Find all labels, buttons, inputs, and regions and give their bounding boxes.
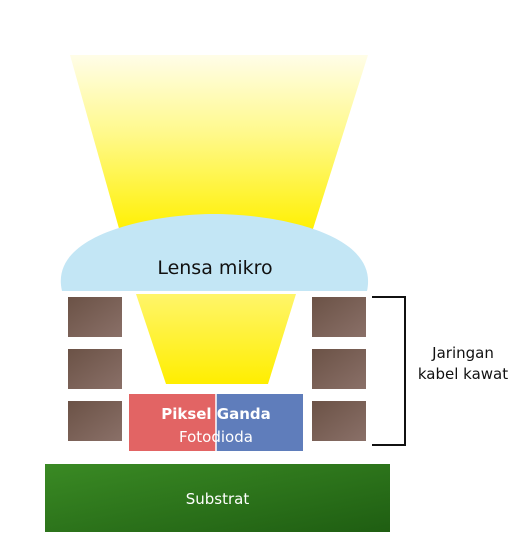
micro-lens-label: Lensa mikro bbox=[157, 257, 273, 279]
wiring-block bbox=[312, 401, 366, 441]
wiring-label-line2: kabel kawat bbox=[417, 365, 509, 383]
substrate bbox=[45, 464, 390, 532]
light-cone-lower bbox=[136, 294, 296, 384]
dual-pixel-label: Piksel Ganda bbox=[161, 405, 271, 423]
wiring-block bbox=[68, 297, 122, 337]
photodiode-label: Fotodioda bbox=[179, 428, 253, 446]
photodiode-left bbox=[129, 394, 216, 451]
wiring-label-line1: Jaringan bbox=[432, 344, 494, 362]
substrate-label: Substrat bbox=[185, 490, 250, 508]
photodiode-right bbox=[216, 394, 303, 451]
wiring-block bbox=[312, 297, 366, 337]
wiring-block bbox=[68, 401, 122, 441]
wiring-block bbox=[312, 349, 366, 389]
wiring-block bbox=[68, 349, 122, 389]
wiring-network-label: Jaringan kabel kawat bbox=[405, 343, 521, 385]
micro-lens bbox=[60, 214, 369, 291]
light-cone-upper bbox=[70, 55, 368, 232]
wiring-bracket bbox=[372, 296, 406, 446]
